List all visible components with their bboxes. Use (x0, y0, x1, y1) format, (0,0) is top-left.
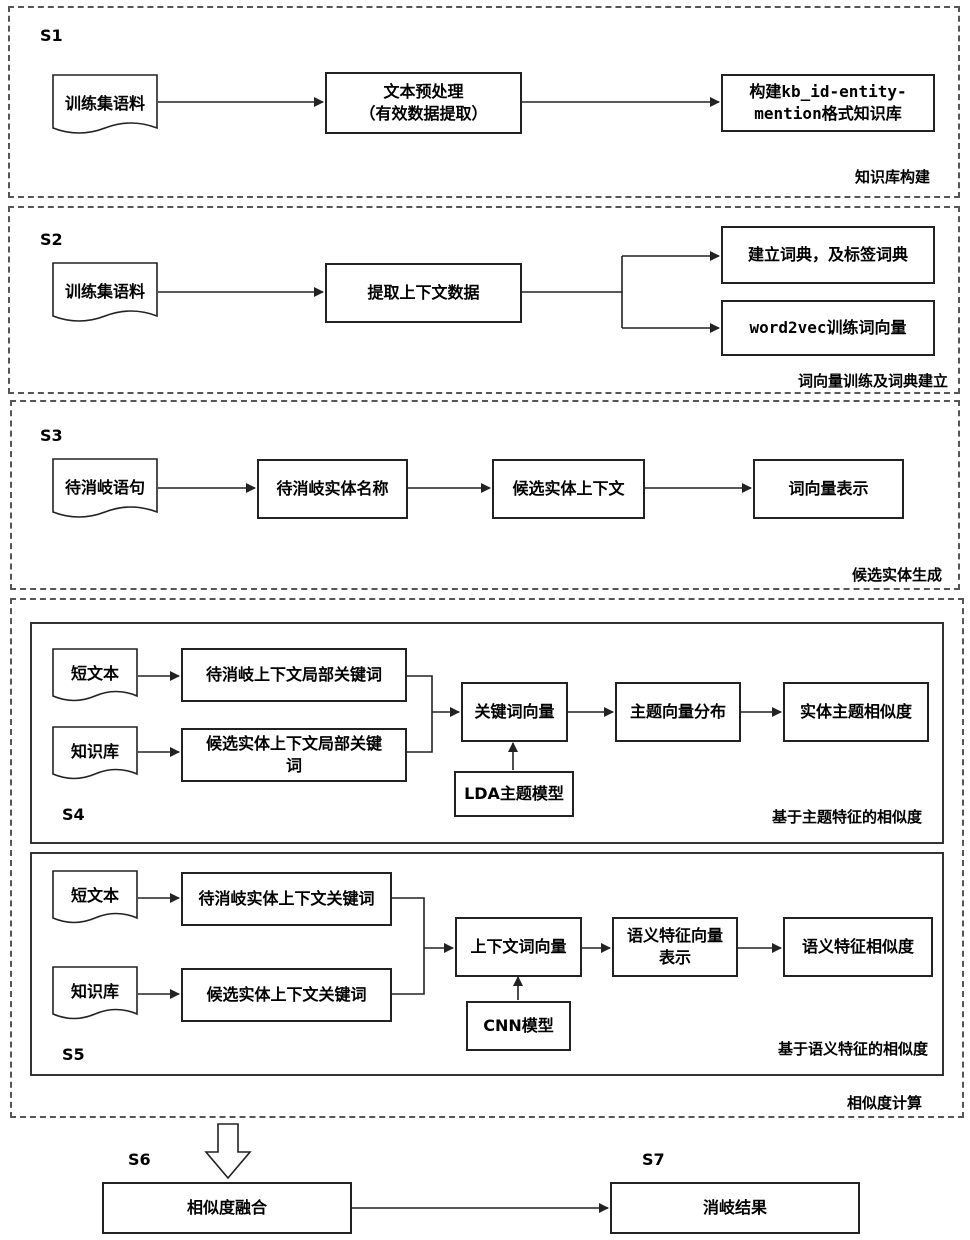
box-word-vector-rep: 词向量表示 (753, 459, 904, 519)
doc-label: 短文本 (71, 882, 119, 906)
step-label-s1: S1 (40, 26, 63, 45)
box-context-word-vector: 上下文词向量 (455, 917, 582, 977)
doc-ambiguous-sentence: 待消岐语句 (52, 458, 158, 522)
box-disambiguation-result: 消岐结果 (610, 1182, 860, 1234)
caption-word-vector: 词向量训练及词典建立 (798, 370, 948, 391)
doc-short-text-s4: 短文本 (52, 648, 138, 706)
step-label-s4: S4 (62, 805, 85, 824)
box-entity-topic-similarity: 实体主题相似度 (783, 682, 929, 742)
doc-kb-s4: 知识库 (52, 726, 138, 784)
box-build-kb: 构建kb_id-entity- mention格式知识库 (721, 74, 935, 132)
doc-label: 短文本 (71, 660, 119, 684)
box-word2vec: word2vec训练词向量 (721, 300, 935, 356)
box-topic-distribution: 主题向量分布 (615, 682, 741, 742)
box-build-dictionary: 建立词典，及标签词典 (721, 226, 935, 284)
step-label-s7: S7 (642, 1150, 665, 1169)
box-local-keywords-ambiguous: 待消岐上下文局部关键词 (181, 648, 407, 702)
doc-training-corpus-s1: 训练集语料 (52, 74, 158, 138)
box-ambiguous-context-keywords: 待消岐实体上下文关键词 (181, 872, 392, 926)
box-semantic-feature-vector: 语义特征向量 表示 (612, 917, 738, 977)
doc-label: 知识库 (71, 978, 119, 1002)
box-cnn-model: CNN模型 (466, 1001, 571, 1051)
box-candidate-context-keywords: 候选实体上下文关键词 (181, 968, 392, 1022)
box-text-preprocess: 文本预处理 （有效数据提取） (325, 72, 522, 134)
doc-label: 待消岐语句 (65, 474, 145, 498)
box-extract-context: 提取上下文数据 (325, 263, 522, 323)
down-arrow-icon (206, 1124, 250, 1178)
caption-kb-build: 知识库构建 (855, 166, 930, 187)
doc-label: 训练集语料 (65, 90, 145, 114)
box-candidate-context: 候选实体上下文 (492, 459, 645, 519)
step-label-s6: S6 (128, 1150, 151, 1169)
step-label-s2: S2 (40, 230, 63, 249)
box-semantic-similarity: 语义特征相似度 (783, 917, 933, 977)
step-label-s5: S5 (62, 1045, 85, 1064)
doc-label: 训练集语料 (65, 278, 145, 302)
step-label-s3: S3 (40, 426, 63, 445)
doc-short-text-s5: 短文本 (52, 870, 138, 928)
box-local-keywords-candidate: 候选实体上下文局部关键 词 (181, 728, 407, 782)
box-lda-model: LDA主题模型 (454, 771, 574, 817)
caption-topic-similarity: 基于主题特征的相似度 (772, 806, 922, 827)
caption-candidate-gen: 候选实体生成 (852, 564, 942, 585)
box-entity-name: 待消岐实体名称 (257, 459, 408, 519)
doc-training-corpus-s2: 训练集语料 (52, 262, 158, 326)
caption-semantic-similarity: 基于语义特征的相似度 (778, 1038, 928, 1059)
doc-label: 知识库 (71, 738, 119, 762)
doc-kb-s5: 知识库 (52, 966, 138, 1024)
box-similarity-fusion: 相似度融合 (102, 1182, 352, 1234)
caption-similarity-calc: 相似度计算 (847, 1092, 922, 1113)
box-keyword-vector: 关键词向量 (461, 682, 568, 742)
